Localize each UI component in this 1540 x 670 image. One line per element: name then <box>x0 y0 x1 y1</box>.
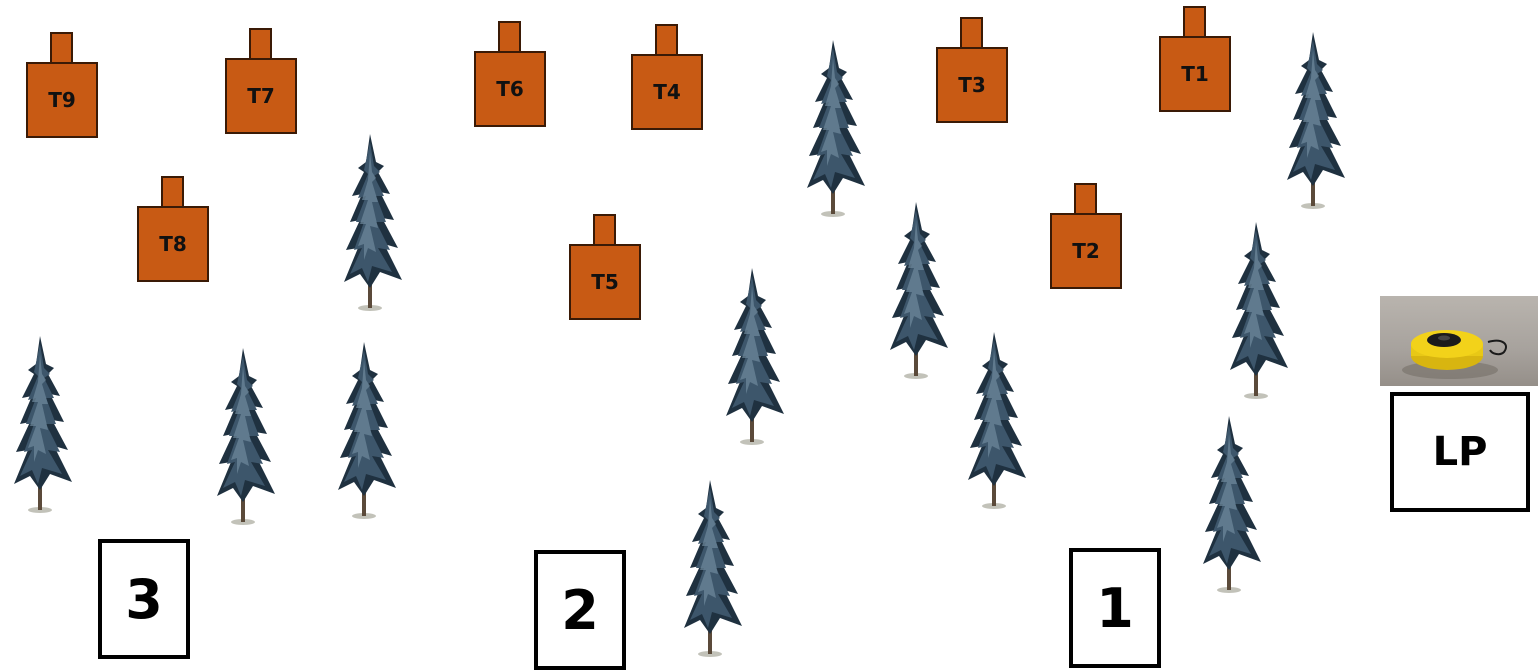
yellow-speaker-icon <box>1380 296 1538 386</box>
target-cap <box>655 24 678 56</box>
target-t8: T8 <box>137 176 209 282</box>
target-t7: T7 <box>225 28 297 134</box>
conifer-tree-icon <box>964 330 1030 510</box>
target-cap <box>593 214 616 246</box>
target-label: T7 <box>225 58 297 134</box>
speaker-photo <box>1380 296 1538 386</box>
listening-point-box: LP <box>1390 392 1530 512</box>
target-t4: T4 <box>631 24 703 130</box>
conifer-tree-icon <box>803 38 869 218</box>
target-cap <box>960 17 983 49</box>
conifer-tree-icon <box>1199 414 1265 594</box>
conifer-tree-icon <box>1226 220 1292 400</box>
target-cap <box>1183 6 1206 38</box>
conifer-tree-icon <box>680 478 746 658</box>
target-t2: T2 <box>1050 183 1122 289</box>
target-label: T4 <box>631 54 703 130</box>
conifer-tree-icon <box>886 200 952 380</box>
station-2-box: 2 <box>534 550 626 670</box>
target-label: T5 <box>569 244 641 320</box>
target-label: T1 <box>1159 36 1231 112</box>
station-1-box: 1 <box>1069 548 1161 668</box>
target-label: T2 <box>1050 213 1122 289</box>
target-label: T8 <box>137 206 209 282</box>
station-3-box: 3 <box>98 539 190 659</box>
target-cap <box>50 32 73 64</box>
conifer-tree-icon <box>1283 30 1349 210</box>
target-cap <box>249 28 272 60</box>
conifer-tree-icon <box>722 266 788 446</box>
conifer-tree-icon <box>213 346 279 526</box>
conifer-tree-icon <box>334 340 400 520</box>
target-label: T9 <box>26 62 98 138</box>
target-cap <box>161 176 184 208</box>
target-t1: T1 <box>1159 6 1231 112</box>
conifer-tree-icon <box>340 132 406 312</box>
target-t3: T3 <box>936 17 1008 123</box>
target-cap <box>498 21 521 53</box>
target-t5: T5 <box>569 214 641 320</box>
target-label: T6 <box>474 51 546 127</box>
conifer-tree-icon <box>10 334 76 514</box>
target-t9: T9 <box>26 32 98 138</box>
target-label: T3 <box>936 47 1008 123</box>
target-cap <box>1074 183 1097 215</box>
target-t6: T6 <box>474 21 546 127</box>
